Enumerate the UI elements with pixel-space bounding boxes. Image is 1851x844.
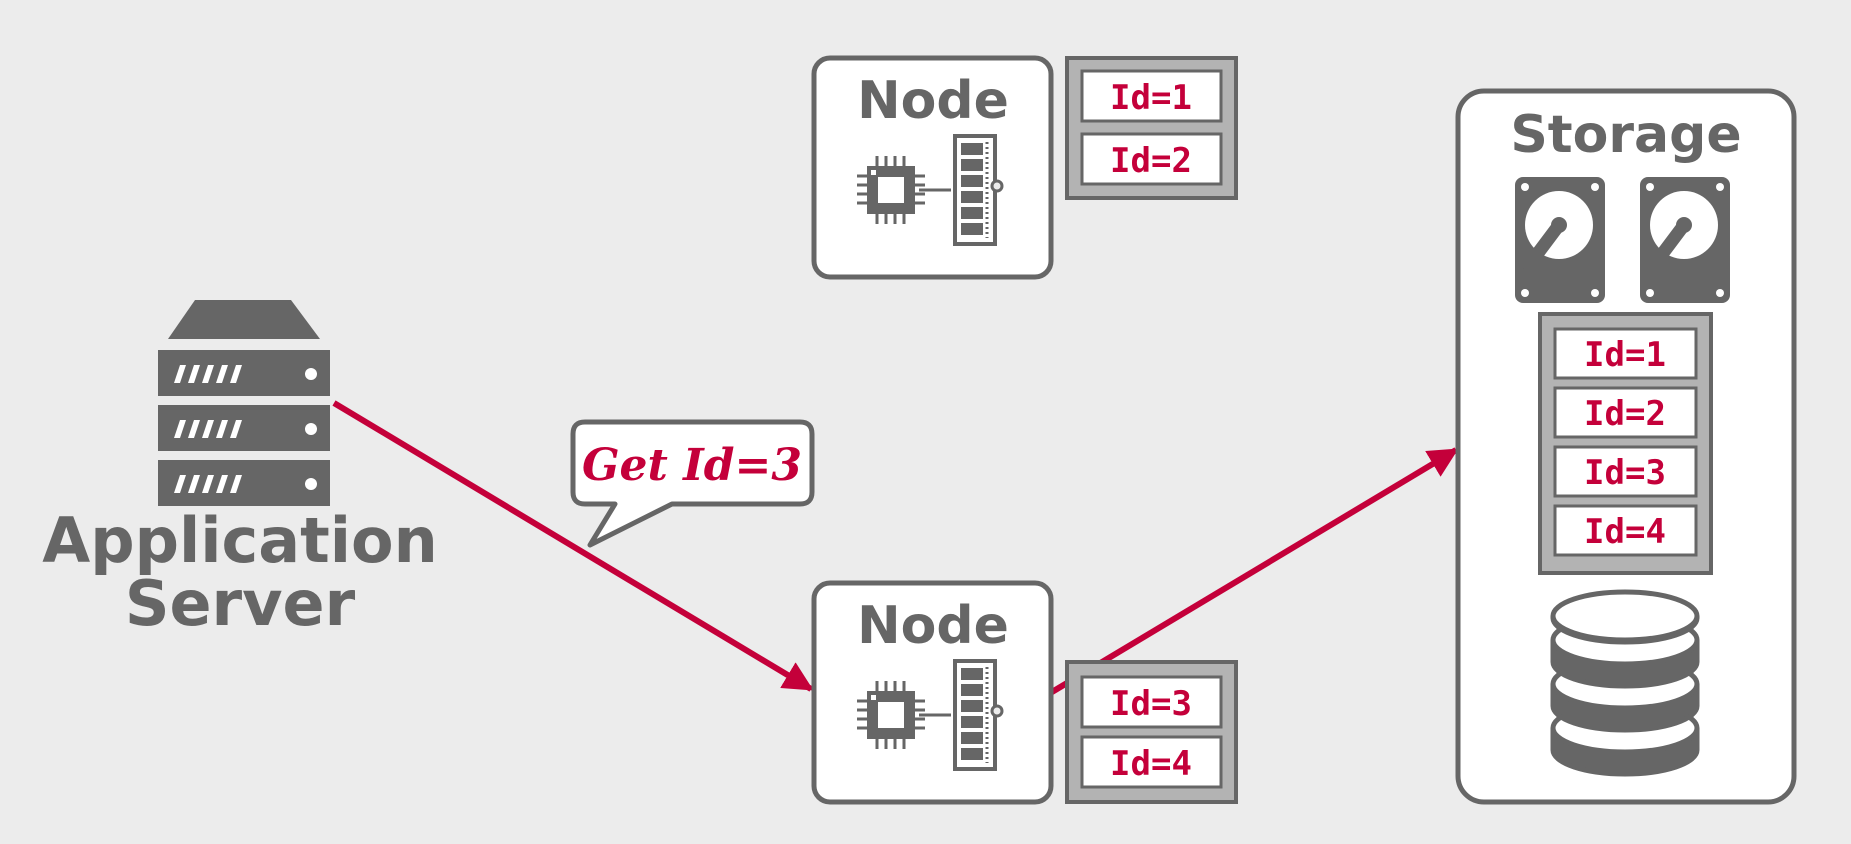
cpu-icon xyxy=(855,679,927,751)
record-cache-bottom xyxy=(1065,660,1238,804)
storage-records xyxy=(1538,312,1713,575)
node-bottom-title: Node xyxy=(857,596,1009,656)
server-rack-icon xyxy=(158,300,330,506)
memory-stick-icon xyxy=(953,134,1004,246)
node-top: Node xyxy=(811,55,1054,280)
request-text: Get Id=3 xyxy=(582,440,802,491)
storage-arrow xyxy=(1050,447,1459,695)
hard-drive-icon xyxy=(1515,177,1605,303)
memory-stick-icon xyxy=(953,659,1004,771)
storage-record-id-4: Id=4 xyxy=(1584,512,1666,552)
cpu-icon xyxy=(855,154,927,226)
storage-record-id-1: Id=1 xyxy=(1584,335,1666,375)
record-cache-top xyxy=(1065,56,1238,200)
request-arrow xyxy=(332,400,814,692)
record-id-4: Id=4 xyxy=(1110,744,1192,784)
storage-record-id-2: Id=2 xyxy=(1584,394,1666,434)
request-bubble xyxy=(570,419,815,548)
hard-drive-icon xyxy=(1640,177,1730,303)
storage-record-id-3: Id=3 xyxy=(1584,453,1666,493)
node-bottom: Node xyxy=(811,580,1054,805)
record-id-1: Id=1 xyxy=(1110,78,1192,118)
storage-title: Storage xyxy=(1510,105,1741,165)
app-server-label-line1: Application xyxy=(42,504,437,577)
node-top-title: Node xyxy=(857,71,1009,131)
record-id-2: Id=2 xyxy=(1110,141,1192,181)
app-server-label-line2: Server xyxy=(125,567,356,640)
database-icon xyxy=(1550,589,1700,777)
record-id-3: Id=3 xyxy=(1110,684,1192,724)
